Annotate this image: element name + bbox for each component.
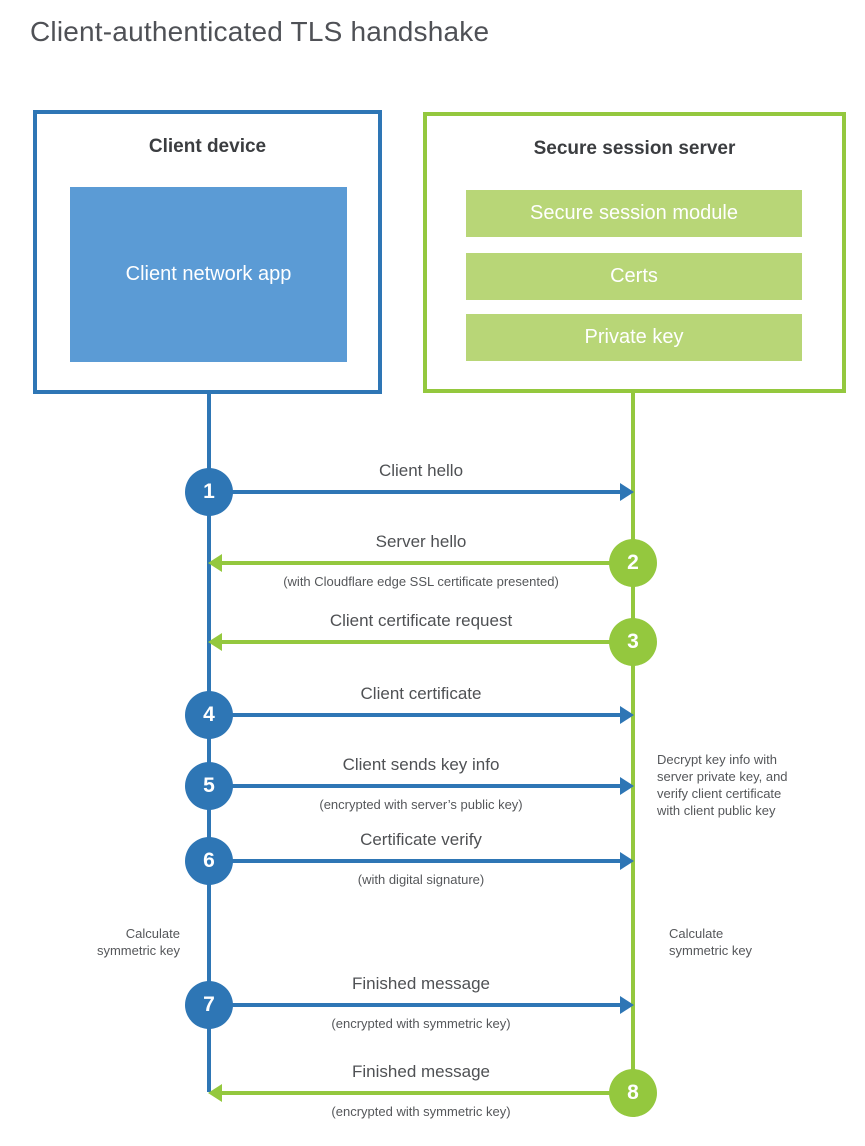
step-6-sublabel: (with digital signature): [357, 872, 485, 887]
decrypt-key-info-note: Decrypt key info with server private key…: [657, 752, 788, 818]
arrow-left-icon: [208, 554, 222, 572]
step-5-label: Client sends key info: [342, 755, 500, 774]
client-device-title: Client device: [148, 136, 267, 157]
arrow-shaft: [222, 1091, 633, 1095]
arrow-shaft: [222, 640, 633, 644]
step-5-sublabel: (encrypted with server’s public key): [319, 797, 523, 812]
step-7-label: Finished message: [352, 974, 490, 993]
step-6-label: Certificate verify: [360, 830, 482, 849]
arrow-right-icon: [620, 852, 634, 870]
secure-session-server-box: Secure session server Secure session mod…: [423, 112, 846, 393]
calculate-symmetric-key-server-note: Calculate symmetric key: [669, 926, 753, 958]
private-key-block: Private key: [466, 314, 802, 361]
server-lifeline: [631, 393, 635, 1095]
arrow-shaft: [209, 784, 620, 788]
client-device-box: Client device Client network app: [33, 110, 382, 394]
arrow-shaft: [209, 1003, 620, 1007]
step-8-badge: 8: [609, 1069, 657, 1117]
step-3-label: Client certificate request: [329, 611, 513, 630]
step-2-sublabel: (with Cloudflare edge SSL certificate pr…: [283, 574, 559, 589]
arrow-right-icon: [620, 706, 634, 724]
step-7-badge: 7: [185, 981, 233, 1029]
step-1-badge: 1: [185, 468, 233, 516]
arrow-right-icon: [620, 777, 634, 795]
arrow-shaft: [209, 713, 620, 717]
step-4-badge: 4: [185, 691, 233, 739]
secure-session-module-block: Secure session module: [466, 190, 802, 237]
client-lifeline: [207, 394, 211, 1092]
step-8-sublabel: (encrypted with symmetric key): [331, 1104, 511, 1119]
arrow-left-icon: [208, 633, 222, 651]
certs-block: Certs: [466, 253, 802, 300]
step-7-sublabel: (encrypted with symmetric key): [331, 1016, 511, 1031]
arrow-shaft: [222, 561, 633, 565]
step-2-badge: 2: [609, 539, 657, 587]
arrow-shaft: [209, 490, 620, 494]
arrow-shaft: [209, 859, 620, 863]
step-3-badge: 3: [609, 618, 657, 666]
step-5-badge: 5: [185, 762, 233, 810]
step-8-label: Finished message: [352, 1062, 490, 1081]
step-4-label: Client certificate: [360, 684, 482, 703]
arrow-left-icon: [208, 1084, 222, 1102]
page-title: Client-authenticated TLS handshake: [30, 16, 490, 47]
arrow-right-icon: [620, 996, 634, 1014]
calculate-symmetric-key-client-note: Calculate symmetric key: [96, 926, 180, 958]
client-network-app-block: Client network app: [70, 187, 347, 362]
step-1-label: Client hello: [378, 461, 464, 480]
step-2-label: Server hello: [375, 532, 467, 551]
client-network-app-label: Client network app: [125, 263, 292, 285]
secure-session-server-title: Secure session server: [533, 138, 736, 159]
step-6-badge: 6: [185, 837, 233, 885]
arrow-right-icon: [620, 483, 634, 501]
